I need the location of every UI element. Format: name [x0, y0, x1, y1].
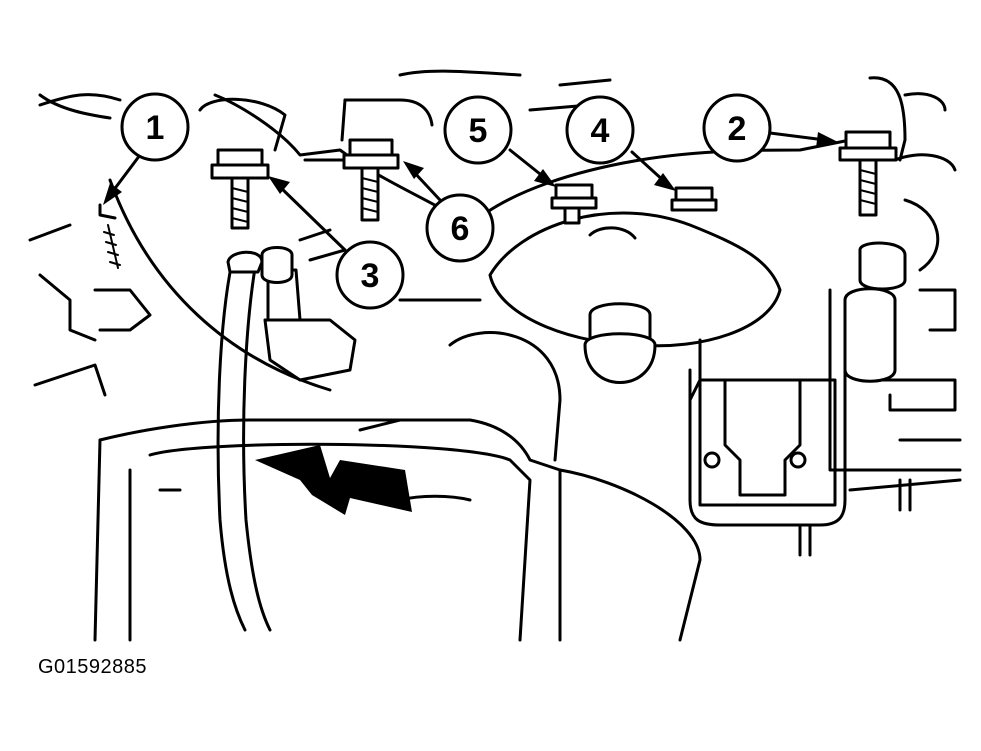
bolt-4: [670, 186, 718, 212]
oil-pan-shield: [93, 418, 702, 642]
bolt-3: [210, 148, 270, 230]
callout-label: 6: [451, 210, 470, 248]
bolt-6: [342, 138, 400, 222]
callout-6: 6: [425, 193, 495, 263]
manifold-stud-center: [583, 302, 657, 384]
bolt-1: [98, 203, 121, 269]
callout-label: 5: [469, 112, 488, 150]
callout-5: 5: [443, 95, 513, 165]
callout-label: 1: [146, 109, 165, 147]
callout-4: 4: [565, 95, 635, 165]
figure-id-label: G01592885: [38, 656, 148, 678]
hose: [216, 250, 272, 632]
callout-label: 4: [591, 112, 610, 150]
bolt-2: [838, 130, 898, 217]
sensor-boss: [260, 228, 357, 382]
callout-label: 3: [361, 257, 380, 295]
engine-block-outline: [28, 69, 962, 557]
bolt-5: [550, 183, 598, 225]
callout-1: 1: [120, 92, 190, 162]
direction-arrow: [255, 445, 412, 515]
callout-2: 2: [702, 93, 772, 163]
callout-3: 3: [335, 240, 405, 310]
leader-arrows: [103, 131, 838, 252]
mount-bracket: [688, 241, 907, 527]
callout-label: 2: [728, 110, 747, 148]
